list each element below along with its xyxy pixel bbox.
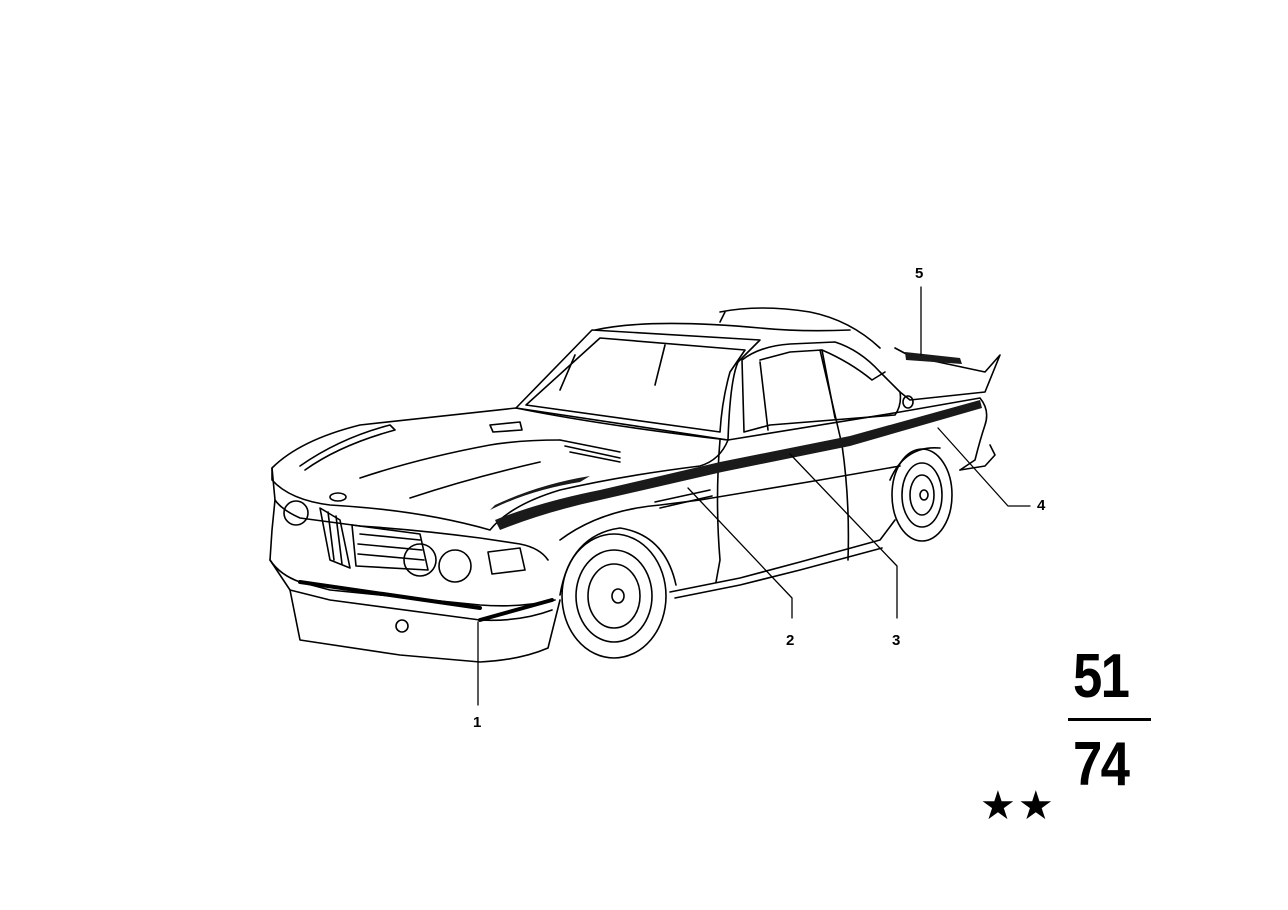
group-code-top: 51	[1073, 642, 1130, 711]
callout-5: 5	[915, 265, 923, 282]
front-wheel	[559, 527, 677, 659]
leader-4	[937, 427, 1031, 507]
group-code-bottom: 74	[1073, 730, 1130, 799]
body-stripes	[490, 352, 982, 530]
group-code-divider	[1068, 718, 1151, 721]
rear-wheel	[889, 447, 953, 542]
leader-2	[687, 487, 793, 619]
callout-2: 2	[786, 632, 794, 649]
roof-outline	[594, 307, 881, 349]
front-end	[269, 467, 561, 663]
windshield	[515, 329, 761, 441]
callout-3: 3	[892, 632, 900, 649]
leader-3	[789, 453, 898, 619]
callout-1: 1	[473, 714, 481, 731]
callout-4: 4	[1037, 497, 1046, 514]
star-marks: ★★	[980, 783, 1056, 829]
callout-leaders	[477, 286, 1031, 706]
hood	[271, 407, 729, 531]
side-window	[741, 341, 902, 446]
side-body	[559, 347, 1001, 599]
